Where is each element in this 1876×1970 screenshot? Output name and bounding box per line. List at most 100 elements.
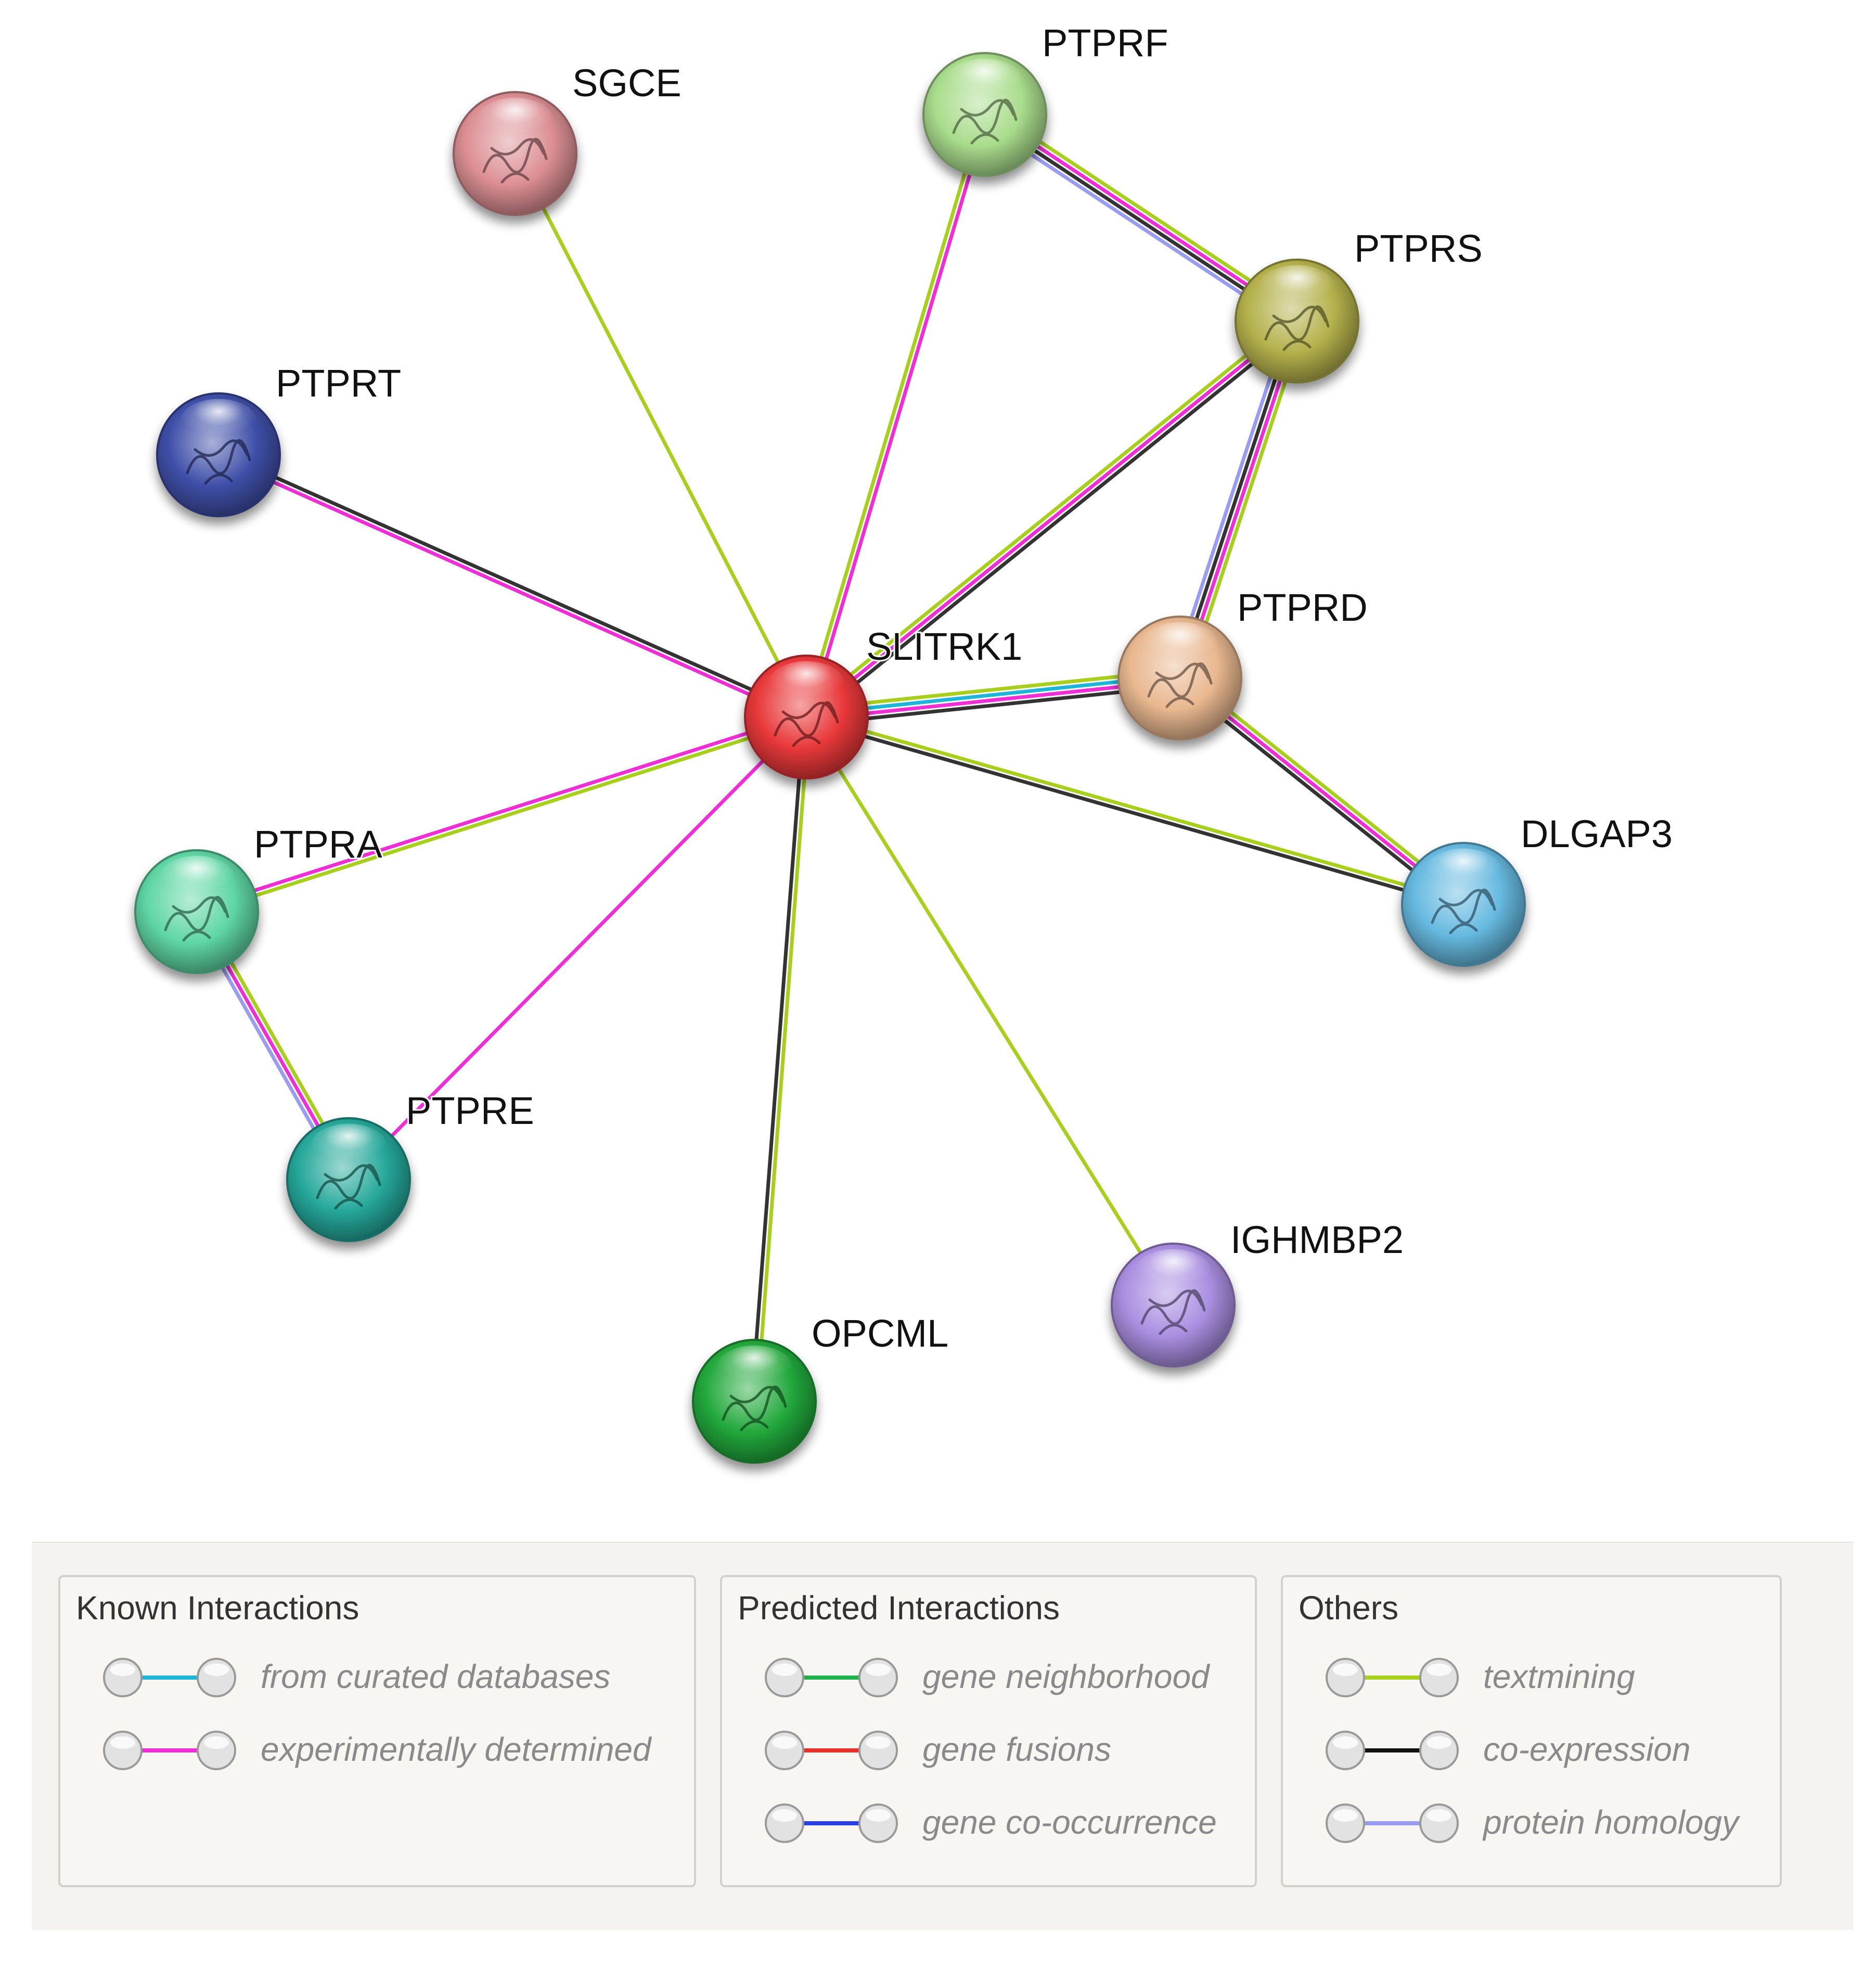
node-label: SLITRK1 bbox=[866, 625, 1022, 668]
node-slitrk1[interactable]: SLITRK1 bbox=[744, 623, 1024, 779]
protein-structure-icon bbox=[774, 701, 839, 747]
edge-slitrk1-sgce[interactable] bbox=[513, 152, 808, 718]
legend-group-title: Others bbox=[1299, 1589, 1399, 1627]
protein-structure-icon bbox=[722, 1385, 787, 1431]
edge-line-textmining bbox=[988, 106, 1303, 316]
node-ptpra[interactable]: PTPRA bbox=[134, 821, 384, 974]
node-highlight bbox=[716, 1345, 793, 1390]
edge-line-textmining bbox=[805, 668, 1179, 711]
edge-line-coexpression bbox=[808, 324, 1302, 723]
legend-edge-icon bbox=[1326, 1658, 1459, 1697]
edge-line-experimental bbox=[1180, 321, 1302, 680]
node-label: IGHMBP2 bbox=[1230, 1218, 1404, 1261]
legend-panel: Known Interactions from curated databases… bbox=[32, 1542, 1853, 1930]
legend-item-label: gene neighborhood bbox=[922, 1658, 1210, 1695]
edge-ptprs-ptprd[interactable] bbox=[1171, 318, 1306, 681]
node-label: PTPRF bbox=[1042, 21, 1168, 65]
node-label: PTPRA bbox=[254, 823, 382, 866]
node-ptprf[interactable]: PTPRF bbox=[922, 20, 1170, 177]
edge-line-experimental bbox=[985, 110, 1300, 321]
edge-line-homology bbox=[979, 119, 1294, 329]
protein-structure-icon bbox=[316, 1163, 381, 1210]
legend-item-label: gene co-occurrence bbox=[922, 1803, 1217, 1841]
node-label: PTPRS bbox=[1354, 227, 1483, 270]
node-ptprt[interactable]: PTPRT bbox=[156, 360, 403, 517]
edge-slitrk1-ptprd[interactable] bbox=[805, 668, 1181, 727]
edge-line-textmining bbox=[802, 315, 1295, 714]
edge-slitrk1-dlgap3[interactable] bbox=[805, 712, 1465, 909]
legend-edge-icon bbox=[103, 1658, 236, 1697]
node-highlight bbox=[1425, 848, 1502, 893]
protein-structure-icon bbox=[952, 98, 1018, 145]
node-ptpre[interactable]: PTPRE bbox=[286, 1088, 536, 1242]
edge-line-experimental bbox=[347, 715, 808, 1181]
legend-item-label: co-expression bbox=[1483, 1731, 1691, 1768]
legend-item-label: protein homology bbox=[1483, 1803, 1739, 1841]
legend-item-label: gene fusions bbox=[922, 1731, 1111, 1768]
edge-line-textmining bbox=[1185, 323, 1306, 681]
edge-line-textmining bbox=[806, 712, 1465, 904]
node-sgce[interactable]: SGCE bbox=[453, 60, 683, 216]
protein-structure-icon bbox=[482, 137, 548, 184]
legend-group-title: Predicted Interactions bbox=[738, 1589, 1060, 1627]
node-opcml[interactable]: OPCML bbox=[692, 1310, 950, 1464]
edge-line-textmining bbox=[805, 716, 1175, 1306]
node-label: PTPRD bbox=[1237, 586, 1368, 629]
legend-item: from curated databases bbox=[102, 1654, 622, 1701]
legend-edge-icon bbox=[765, 1731, 898, 1770]
node-highlight bbox=[1135, 1249, 1212, 1294]
edge-line-coexpression bbox=[750, 717, 806, 1401]
edge-slitrk1-ighmbp2[interactable] bbox=[805, 716, 1175, 1306]
nodes-layer: SLITRK1 SGCE PTPRF PTPRS PTPRT PTPRD PTPRA DLGA… bbox=[134, 20, 1674, 1464]
node-label: PTPRT bbox=[276, 362, 401, 405]
edge-line-coexpression bbox=[1175, 319, 1296, 678]
node-highlight bbox=[1141, 622, 1218, 667]
edge-slitrk1-opcml[interactable] bbox=[750, 717, 811, 1402]
legend-item-label: experimentally determined bbox=[261, 1731, 651, 1768]
legend-item: experimentally determined bbox=[102, 1727, 651, 1774]
edge-slitrk1-ptprt[interactable] bbox=[216, 451, 808, 721]
legend-group-known-interactions: Known Interactions from curated databases… bbox=[58, 1575, 696, 1887]
node-highlight bbox=[180, 399, 257, 443]
protein-structure-icon bbox=[1431, 888, 1496, 935]
protein-structure-icon bbox=[186, 439, 251, 485]
edge-line-coexpression bbox=[807, 684, 1181, 727]
edge-line-experimental bbox=[807, 114, 990, 719]
legend-item: co-expression bbox=[1325, 1727, 1845, 1774]
edge-slitrk1-ptprs[interactable] bbox=[802, 315, 1302, 723]
legend-item: textmining bbox=[1325, 1654, 1845, 1701]
legend-item-label: from curated databases bbox=[261, 1658, 611, 1695]
edge-line-experimental bbox=[805, 319, 1299, 719]
node-ptprd[interactable]: PTPRD bbox=[1117, 584, 1369, 740]
protein-structure-icon bbox=[1147, 662, 1213, 708]
edge-slitrk1-ptpre[interactable] bbox=[347, 715, 808, 1181]
node-highlight bbox=[310, 1123, 387, 1168]
legend-item: gene neighborhood bbox=[764, 1654, 1284, 1701]
edge-ptprf-ptprs[interactable] bbox=[979, 106, 1303, 329]
node-highlight bbox=[158, 855, 235, 900]
node-ptprs[interactable]: PTPRS bbox=[1235, 225, 1484, 383]
node-dlgap3[interactable]: DLGAP3 bbox=[1401, 811, 1674, 967]
legend-group-title: Known Interactions bbox=[76, 1589, 359, 1627]
node-highlight bbox=[1258, 265, 1335, 310]
node-label: OPCML bbox=[812, 1312, 948, 1355]
edge-line-coexpression bbox=[982, 115, 1297, 325]
protein-structure-icon bbox=[1140, 1289, 1206, 1335]
edge-line-experimental bbox=[216, 455, 806, 721]
edge-line-textmining bbox=[513, 152, 808, 718]
edge-line-coexpression bbox=[805, 718, 1463, 909]
edge-line-homology bbox=[1171, 318, 1292, 676]
edge-line-textmining bbox=[197, 718, 808, 916]
node-highlight bbox=[768, 661, 845, 706]
edge-slitrk1-ptprf[interactable] bbox=[802, 113, 990, 719]
legend-item: protein homology bbox=[1325, 1800, 1845, 1847]
edge-slitrk1-ptpra[interactable] bbox=[195, 712, 808, 916]
node-label: PTPRE bbox=[406, 1089, 534, 1132]
legend-edge-icon bbox=[765, 1658, 898, 1697]
legend-edge-icon bbox=[765, 1803, 898, 1843]
edge-line-textmining bbox=[755, 717, 811, 1402]
legend-item-label: textmining bbox=[1483, 1658, 1635, 1695]
node-ighmbp2[interactable]: IGHMBP2 bbox=[1111, 1217, 1405, 1367]
legend-group-predicted-interactions: Predicted Interactions gene neighborhood g… bbox=[720, 1575, 1257, 1887]
protein-structure-icon bbox=[1264, 305, 1330, 351]
